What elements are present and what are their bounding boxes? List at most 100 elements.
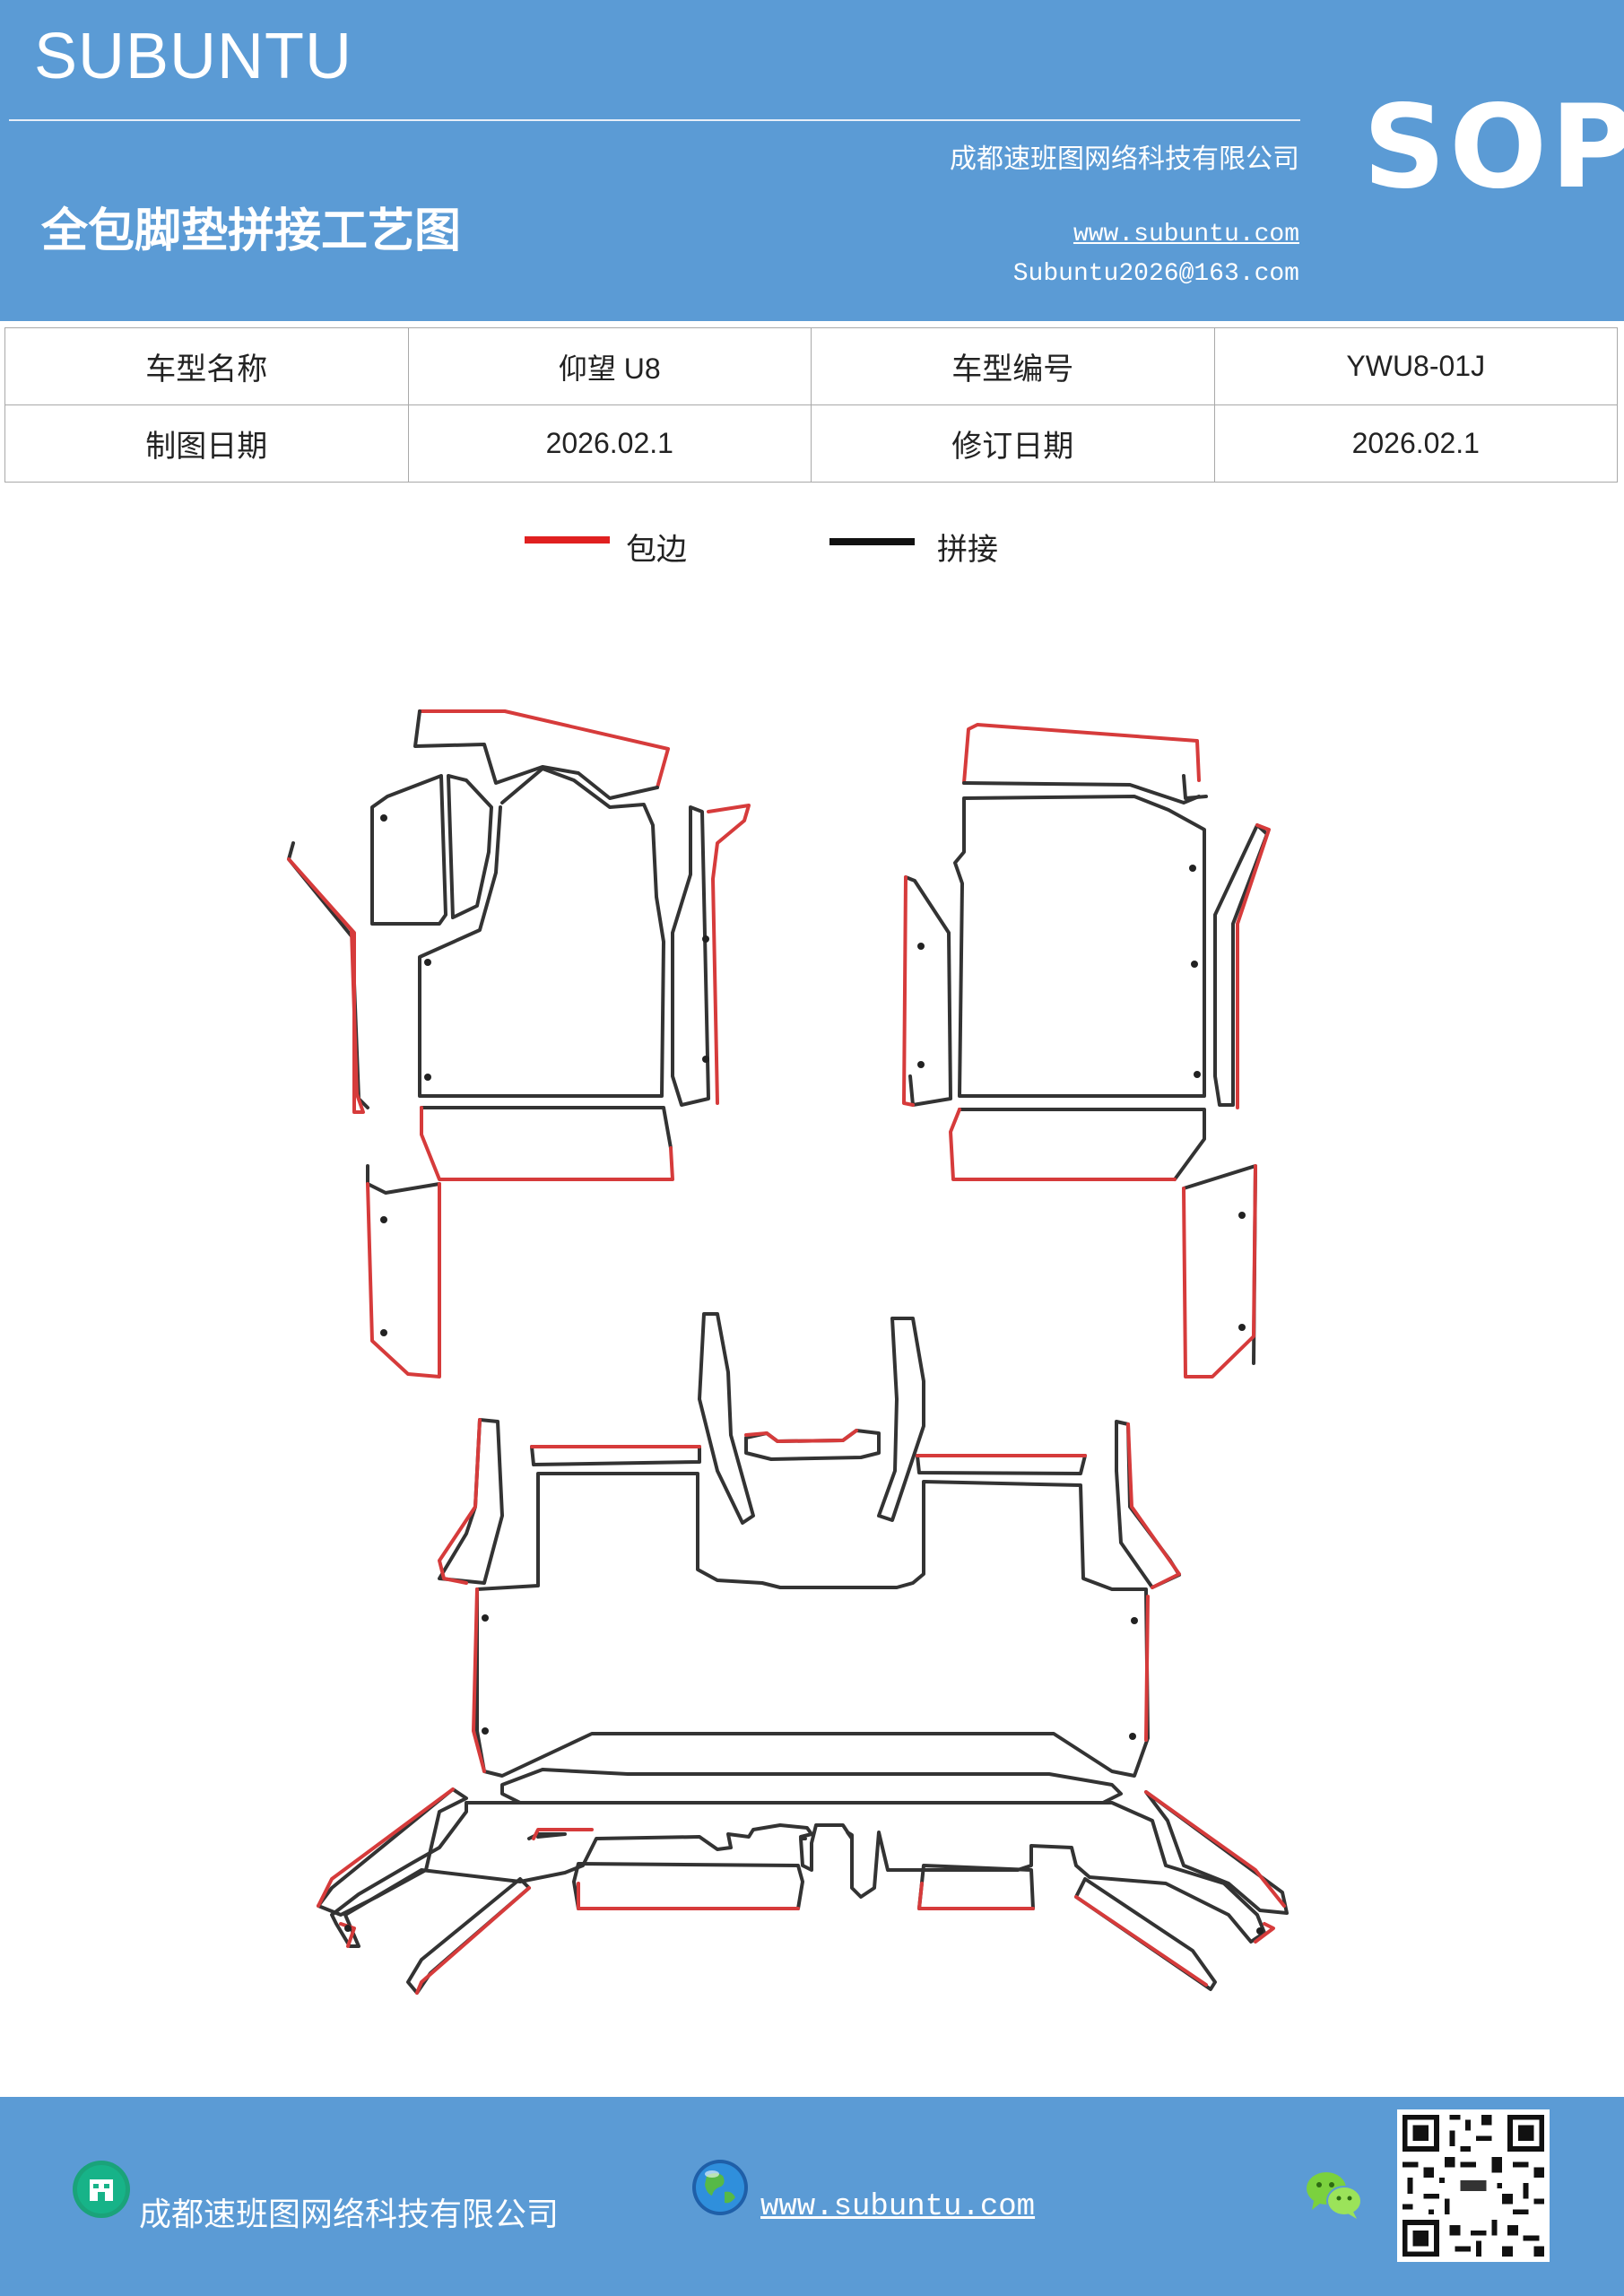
mat-piece [530,1445,701,1466]
mat-piece [317,1787,468,1917]
mat-piece [572,1862,804,1910]
table-row: 车型名称 仰望 U8 车型编号 YWU8-01J [4,327,1618,405]
legend-label-splice: 拼接 [937,532,998,568]
brand-logo: SUBUNTU [34,21,353,92]
mat-piece [418,767,665,1098]
table-row: 制图日期 2026.02.1 修订日期 2026.02.1 [4,404,1618,483]
mat-piece [962,723,1201,785]
fastener-dot [1129,1733,1136,1740]
mat-piece [438,1418,504,1585]
fastener-dot [482,1727,489,1735]
legend-label-edging: 包边 [626,532,687,568]
front-left-mats [287,709,751,1378]
fastener-dot [702,935,709,943]
front-right-mats [902,723,1271,1378]
mat-piece [438,1418,482,1585]
label-draw-date: 制图日期 [4,404,409,483]
header-website-link[interactable]: www.subuntu.com [1073,221,1299,248]
value-model-name: 仰望 U8 [407,327,812,405]
sop-label: SOP [1363,81,1624,214]
value-model-code: YWU8-01J [1213,327,1618,405]
mat-piece [1213,823,1269,1107]
mat-piece [415,1886,531,1995]
fastener-dot [1256,1927,1264,1935]
page-header: SUBUNTU 成都速班图网络科技有限公司 全包脚垫拼接工艺图 www.subu… [0,0,1624,321]
fastener-dot [344,1925,352,1932]
mat-piece [902,875,915,1107]
fastener-dot [424,1074,431,1081]
vehicle-info-table: 车型名称 仰望 U8 车型编号 YWU8-01J 制图日期 2026.02.1 … [4,327,1618,483]
mat-piece [698,1312,755,1525]
mat-piece [330,1801,1266,1948]
mat-piece [953,795,1206,1098]
mat-piece [1182,774,1208,800]
wechat-icon [1307,2172,1362,2219]
fastener-dot [702,1056,709,1063]
fastener-dot [424,959,431,966]
fastener-dot [380,814,387,822]
mat-piece [1182,1164,1257,1365]
mat-piece [916,1454,1087,1475]
mat-piece [366,1164,441,1195]
fastener-dot [1194,1071,1201,1078]
mat-piece [1144,1595,1150,1742]
fastener-dot [1131,1617,1138,1624]
mat-piece [500,1768,1123,1805]
page-title: 全包脚垫拼接工艺图 [41,204,462,258]
value-revision-date: 2026.02.1 [1213,404,1618,483]
mat-piece [1126,1422,1181,1589]
mat-piece [1074,1895,1208,1987]
mat-piece [877,1317,925,1522]
building-icon [73,2161,130,2218]
page-footer: 成都速班图网络科技有限公司 www.subuntu.com [0,2097,1624,2296]
globe-icon [692,2160,748,2215]
mat-piece [962,781,1201,804]
mat-piece [949,1108,1177,1181]
mat-piece [904,875,952,1107]
mat-piece [447,774,493,919]
mat-piece [420,1106,673,1150]
mat-piece [370,774,447,926]
mat-piece [1144,1790,1289,1915]
footer-website-link[interactable]: www.subuntu.com [760,2190,1036,2224]
label-revision-date: 修订日期 [811,404,1215,483]
qr-code [1397,2109,1550,2262]
value-draw-date: 2026.02.1 [407,404,812,483]
fastener-dot [380,1216,387,1223]
header-email: Subuntu2026@163.com [1012,260,1299,288]
mat-piece [1182,1164,1257,1378]
mat-piece [413,709,659,800]
mat-piece [577,1882,800,1910]
mat-piece [339,1922,356,1948]
fastener-dot [380,1329,387,1336]
header-divider [9,119,1300,121]
mat-piece [418,709,670,789]
footer-company: 成都速班图网络科技有限公司 [139,2196,560,2233]
header-company: 成都速班图网络科技有限公司 [950,144,1299,175]
label-model-name: 车型名称 [4,327,409,405]
mat-piece [317,1787,455,1908]
fastener-dot [1238,1212,1246,1219]
fastener-dot [1238,1324,1246,1331]
mat-piece [1254,1922,1275,1944]
mat-piece [532,1828,594,1840]
mat-piece [707,804,751,1105]
mat-piece [420,1106,674,1181]
fastener-dot [1189,865,1196,872]
mat-piece [917,1882,1035,1910]
fastener-dot [917,1061,925,1068]
mat-piece [475,1472,1150,1778]
mat-piece [917,1864,1035,1910]
mat-piece [1236,823,1271,1109]
rear-mats [317,1312,1289,1995]
legend-swatch-edging [525,536,610,544]
fastener-dot [917,943,925,950]
mat-piece [671,805,710,1107]
mat-piece [958,1108,1206,1181]
mat-piece [366,1182,441,1378]
mat-piece [744,1429,858,1443]
mat-piece [1144,1790,1286,1908]
mat-piece [1074,1877,1217,1991]
label-model-code: 车型编号 [811,327,1215,405]
